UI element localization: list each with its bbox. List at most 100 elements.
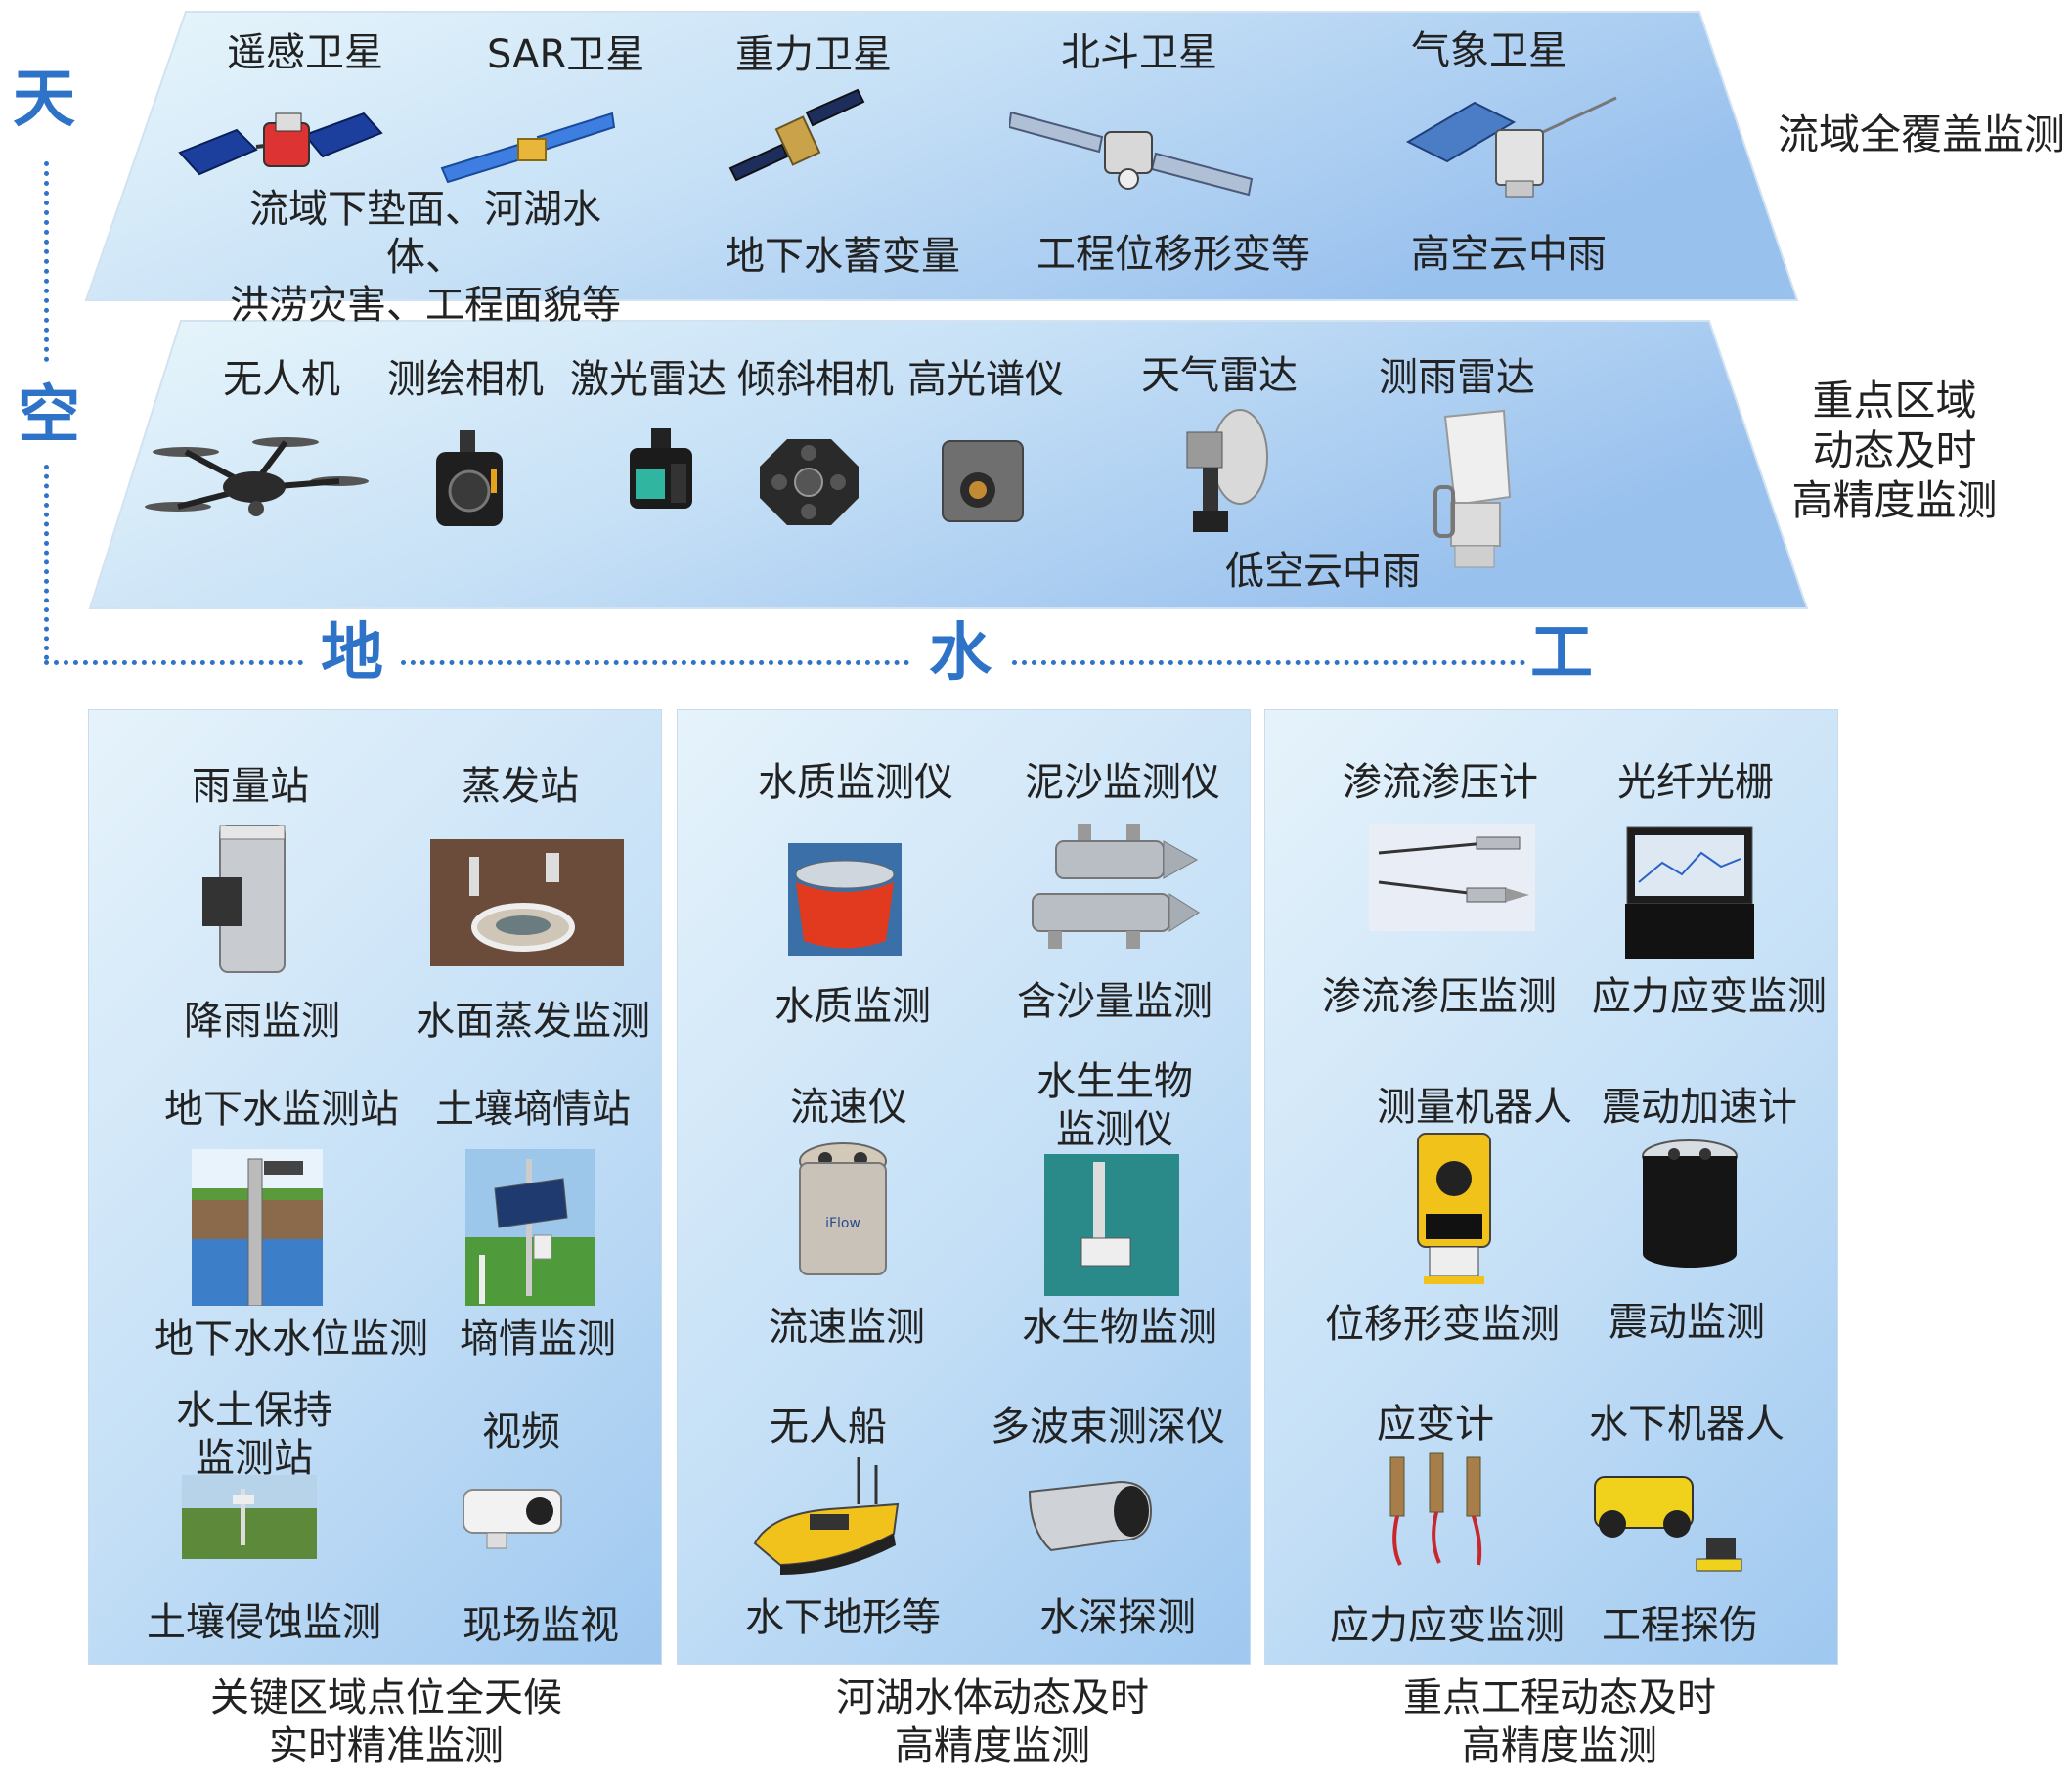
flow-velocity-monitoring-desc: 流速监测 [769,1305,925,1350]
evaporation-station-label: 蒸发站 [462,764,579,809]
axis-line-vertical-2 [44,465,49,660]
vibration-monitoring-desc: 震动监测 [1609,1300,1765,1345]
mapping-camera-icon [436,430,503,526]
unmanned-boat-icon [753,1457,900,1575]
soil-moisture-monitoring-desc: 墒情监测 [460,1316,616,1361]
groundwater-level-monitoring-desc: 地下水水位监测 [154,1316,428,1361]
evaporation-monitoring-desc: 水面蒸发监测 [416,999,650,1044]
rainfall-monitoring-desc: 降雨监测 [184,999,340,1044]
engineering-caption-line2: 高精度监测 [1462,1722,1657,1768]
meteorological-satellite-icon [1406,96,1617,198]
soil-erosion-monitoring-desc: 土壤侵蚀监测 [147,1600,381,1645]
rain-radar-icon [1433,409,1512,568]
remote-sensing-satellite-icon [178,112,383,176]
satellite-beidou-desc: 工程位移形变等 [1036,232,1310,277]
air-weather-radar-label: 天气雷达 [1141,353,1298,398]
aquatic-bio-instrument-label-line1: 水生生物 [1036,1059,1193,1104]
rain-station-label: 雨量站 [192,764,309,809]
axis-label-air: 空 [18,379,80,452]
ground-caption-line1: 关键区域点位全天候 [210,1675,562,1720]
axis-line-horizontal-3 [1012,660,1525,665]
satellite-gravity-desc: 地下水蓄变量 [726,234,960,279]
multibeam-sounder-label: 多波束测深仪 [991,1405,1225,1450]
engineering-panel-caption: 重点工程动态及时 高精度监测 [1340,1674,1780,1770]
beidou-satellite-icon [1009,111,1254,197]
soil-conservation-station-label-line1: 水土保持 [176,1388,332,1433]
stress-strain-monitoring-desc-2: 应力应变监测 [1330,1603,1565,1648]
soil-conservation-station-label: 水土保持 监测站 [166,1387,342,1483]
satellite-sar-label: SAR卫星 [487,32,645,77]
engineering-caption-line1: 重点工程动态及时 [1403,1675,1716,1720]
vibration-accelerometer-label: 震动加速计 [1602,1085,1797,1130]
air-side-line2: 动态及时 [1812,426,1977,475]
displacement-monitoring-desc: 位移形变监测 [1325,1302,1560,1347]
air-side-label: 重点区域 动态及时 高精度监测 [1789,376,2000,526]
underwater-robot-icon [1594,1476,1742,1572]
video-label: 视频 [482,1409,560,1454]
water-quality-buoy-icon [788,843,902,956]
gravity-satellite-icon [728,88,865,181]
axis-label-water: 水 [929,617,992,690]
air-side-line1: 重点区域 [1812,377,1977,424]
current-meter-icon: iFlow [799,1142,887,1275]
satellite-meteo-desc: 高空云中雨 [1411,232,1607,277]
sediment-content-monitoring-desc: 含沙量监测 [1017,979,1212,1024]
current-meter-label: 流速仪 [790,1085,907,1130]
soil-conservation-station-icon [182,1475,317,1559]
satellite-gravity-label: 重力卫星 [735,32,892,77]
vibration-accelerometer-icon [1642,1139,1738,1268]
air-hyperspectral-label: 高光谱仪 [907,357,1064,402]
soil-moisture-station-icon [465,1149,595,1306]
axis-line-horizontal-2 [401,660,909,665]
water-quality-monitoring-desc: 水质监测 [774,984,931,1029]
hyperspectral-imager-icon [942,440,1024,522]
strain-gauge-label: 应变计 [1377,1402,1494,1447]
air-lidar-label: 激光雷达 [570,357,727,402]
satellite-meteo-label: 气象卫星 [1411,28,1567,73]
video-camera-icon [463,1489,562,1549]
water-depth-detection-desc: 水深探测 [1039,1595,1196,1640]
axis-line-horizontal-1 [44,660,303,665]
lidar-icon [630,428,692,509]
survey-robot-icon [1417,1133,1491,1284]
sediment-instrument-label: 泥沙监测仪 [1025,760,1220,805]
water-caption-line2: 高精度监测 [895,1722,1090,1768]
aquatic-bio-monitoring-desc: 水生物监测 [1022,1305,1217,1350]
ground-caption-line2: 实时精准监测 [269,1722,504,1768]
ground-panel-caption: 关键区域点位全天候 实时精准监测 [156,1674,616,1770]
air-uav-label: 无人机 [223,357,340,402]
air-mapping-camera-label: 测绘相机 [387,357,544,402]
survey-robot-label: 测量机器人 [1377,1085,1572,1130]
rain-gauge-icon [202,825,286,973]
seepage-pressure-monitoring-desc: 渗流渗压监测 [1322,974,1557,1019]
underwater-robot-label: 水下机器人 [1589,1402,1785,1447]
soil-moisture-station-label: 土壤墒情站 [435,1087,631,1132]
satellite-beidou-label: 北斗卫星 [1061,30,1217,75]
unmanned-boat-label: 无人船 [770,1405,887,1450]
satellite-rs-label: 遥感卫星 [227,30,383,75]
water-caption-line1: 河湖水体动态及时 [836,1675,1149,1720]
groundwater-station-icon [192,1149,323,1306]
satellite-rs-desc-line1: 流域下垫面、河湖水体、 [249,187,601,280]
axis-label-engineering: 工 [1530,617,1593,690]
oblique-camera-icon [760,439,859,525]
aquatic-bio-instrument-label: 水生生物 监测仪 [1022,1058,1208,1154]
air-rain-radar-label: 测雨雷达 [1379,355,1535,400]
underwater-terrain-desc: 水下地形等 [745,1595,941,1640]
water-panel-caption: 河湖水体动态及时 高精度监测 [772,1674,1212,1770]
weather-radar-icon [1186,409,1268,532]
satellite-rs-desc-line2: 洪涝灾害、工程面貌等 [230,282,621,328]
soil-conservation-station-label-line2: 监测站 [196,1435,313,1481]
fiber-grating-label: 光纤光栅 [1617,760,1774,805]
groundwater-station-label: 地下水监测站 [164,1087,399,1132]
axis-label-ground: 地 [321,617,383,690]
water-quality-instrument-label: 水质监测仪 [758,760,953,805]
axis-label-sky: 天 [13,64,75,136]
air-oblique-camera-label: 倾斜相机 [737,357,894,402]
aquatic-bio-instrument-icon [1044,1154,1179,1296]
fiber-grating-analyzer-icon [1625,826,1754,959]
air-radar-desc: 低空云中雨 [1225,549,1421,594]
site-surveillance-desc: 现场监视 [463,1603,619,1648]
air-side-line3: 高精度监测 [1791,476,1998,525]
uav-drone-icon [145,437,369,516]
